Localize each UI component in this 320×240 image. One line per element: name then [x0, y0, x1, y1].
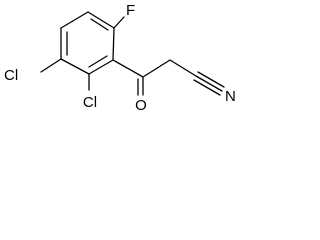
bond-c3-chlorine — [40, 58, 62, 73]
bond-nitrile-triple-1 — [195, 75, 223, 92]
bond-methylene-nitrile — [169, 59, 197, 77]
ring-bond-c5-c6 — [87, 11, 115, 29]
bond-ring-carbonyl — [112, 59, 144, 78]
atom-label-fluorine: F — [126, 2, 135, 19]
bond-nitrile-triple-2 — [197, 71, 225, 88]
benzene-ring — [60, 11, 115, 75]
ring-bond-c1-c2 — [88, 59, 114, 75]
atom-label-chlorine-3: Cl — [4, 67, 18, 84]
atom-label-carbonyl-oxygen: O — [135, 97, 147, 114]
ring-bond-c2-c3 — [60, 58, 90, 75]
bond-c6-fluorine — [113, 16, 125, 29]
ring-bond-c4-c5 — [60, 11, 89, 29]
bond-carbonyl-methylene — [142, 59, 171, 78]
bond-nitrile-triple-3 — [193, 79, 221, 96]
atom-label-chlorine-2: Cl — [83, 94, 97, 111]
ring-bond-c6-c1 — [112, 27, 115, 61]
molecule-structure-diagram: F Cl Cl O N — [4, 2, 236, 114]
atom-label-nitrile-nitrogen: N — [225, 88, 236, 105]
ring-inner-double-bond-3 — [90, 18, 109, 31]
ring-inner-double-bond-1 — [88, 55, 108, 68]
